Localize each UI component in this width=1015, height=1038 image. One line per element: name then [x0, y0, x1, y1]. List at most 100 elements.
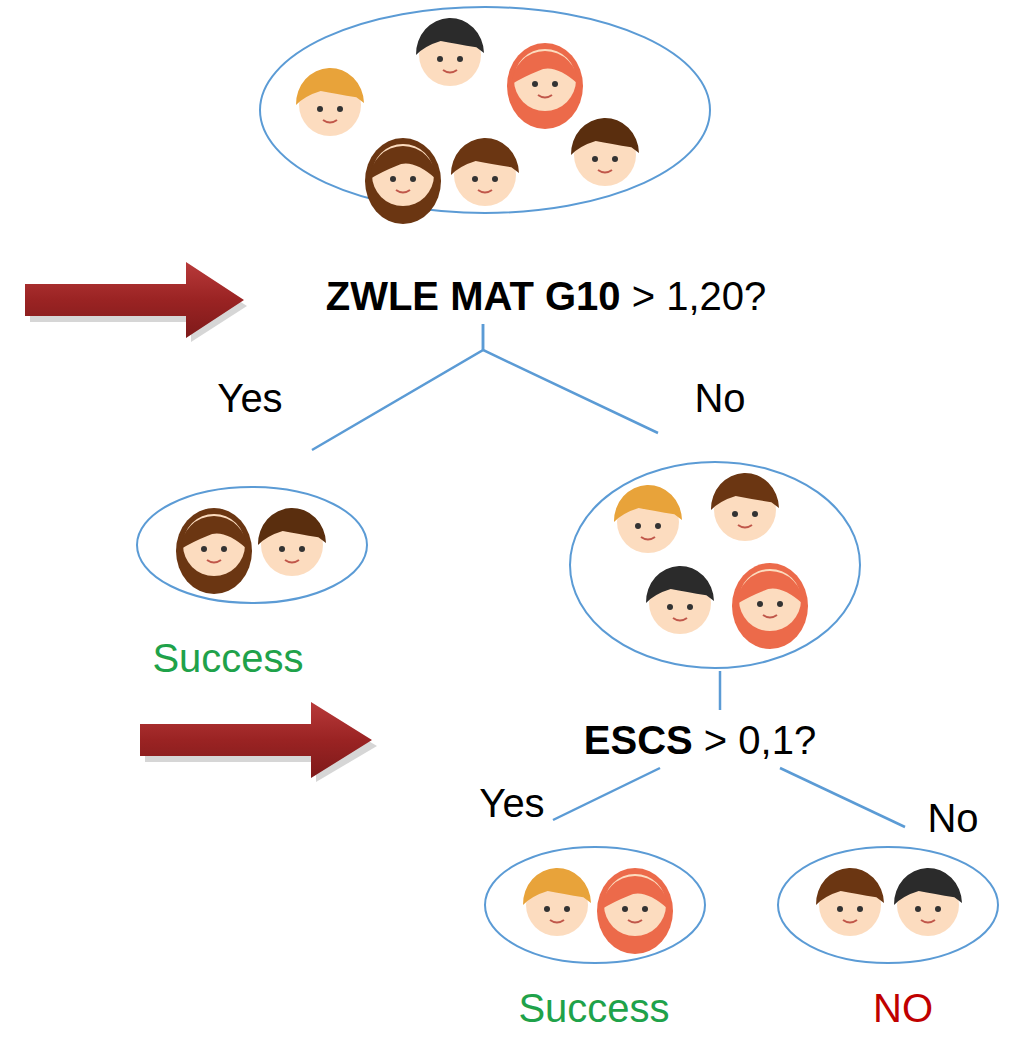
mouth-line: [598, 170, 612, 173]
arrow-shape: [25, 262, 244, 338]
eye-dot: [757, 601, 763, 607]
mouth-line: [673, 618, 687, 621]
branch-label: No: [924, 794, 981, 842]
eye-dot: [279, 546, 285, 552]
eye-dot: [592, 156, 598, 162]
person-icon: [416, 18, 484, 86]
arrow-shape: [140, 702, 372, 778]
variable-name: ESCS: [584, 718, 693, 762]
eye-dot: [390, 176, 396, 182]
person-icon: [507, 43, 583, 129]
mouth-line: [538, 95, 552, 98]
group-ellipse: Success: [135, 485, 369, 605]
ellipse-outline: [135, 485, 369, 605]
eye-dot: [317, 106, 323, 112]
eye-dot: [687, 604, 693, 610]
mouth-line: [738, 525, 752, 528]
eye-dot: [837, 906, 843, 912]
ellipse-outline: [258, 5, 712, 215]
eye-dot: [642, 906, 648, 912]
eye-dot: [552, 81, 558, 87]
branch-line: [553, 768, 660, 820]
mouth-line: [550, 920, 564, 923]
mouth-line: [443, 70, 457, 73]
hair-shape: [365, 138, 441, 224]
hair-shape: [614, 485, 682, 522]
eye-dot: [492, 176, 498, 182]
hair-shape: [737, 571, 803, 604]
hair-shape: [597, 868, 673, 954]
ellipse-outline: [568, 460, 862, 670]
ellipse-shape: [260, 7, 710, 213]
mouth-line: [323, 120, 337, 123]
eye-dot: [532, 81, 538, 87]
mouth-line: [396, 190, 410, 193]
ellipse-shape: [137, 487, 367, 603]
hair-shape: [816, 868, 884, 905]
person-icon: [365, 138, 441, 224]
person-icon: [296, 68, 364, 136]
person-icon: [614, 485, 682, 553]
mouth-line: [763, 615, 777, 618]
eye-dot: [667, 604, 673, 610]
eye-dot: [437, 56, 443, 62]
hair-shape: [416, 18, 484, 55]
eye-dot: [457, 56, 463, 62]
person-icon: [523, 868, 591, 936]
eye-dot: [655, 523, 661, 529]
person-icon: [816, 868, 884, 936]
branch-line: [483, 324, 658, 433]
hair-shape: [512, 51, 578, 84]
threshold-text: > 0,1?: [693, 718, 816, 762]
hair-shape: [258, 508, 326, 545]
person-icon: [176, 508, 252, 594]
ellipse-shape: [570, 462, 860, 668]
people-group: [176, 508, 326, 594]
ellipse-shape: [778, 847, 998, 963]
pointer-arrow: [25, 262, 247, 342]
eye-dot: [544, 906, 550, 912]
mouth-line: [921, 920, 935, 923]
hair-shape: [176, 508, 252, 594]
people-group: [816, 868, 962, 936]
hair-shape: [571, 118, 639, 155]
eye-dot: [221, 546, 227, 552]
person-icon: [732, 563, 808, 649]
hair-shape: [602, 876, 668, 909]
branch-line: [780, 768, 905, 827]
people-group: [296, 18, 639, 224]
group-ellipse: Success: [483, 845, 707, 965]
person-icon: [451, 138, 519, 206]
people-group: [523, 868, 673, 954]
eye-dot: [915, 906, 921, 912]
hair-shape: [732, 563, 808, 649]
ellipse-outline: [483, 845, 707, 965]
eye-dot: [472, 176, 478, 182]
branch-line: [312, 324, 483, 450]
eye-dot: [410, 176, 416, 182]
branch-label: Yes: [476, 779, 547, 827]
eye-dot: [612, 156, 618, 162]
outcome-label: NO: [873, 984, 933, 1032]
person-icon: [711, 473, 779, 541]
pointer-arrow: [140, 702, 377, 782]
person-icon: [894, 868, 962, 936]
hair-shape: [181, 516, 247, 549]
hair-shape: [711, 473, 779, 510]
hair-shape: [523, 868, 591, 905]
hair-shape: [894, 868, 962, 905]
split-question: ZWLE MAT G10 > 1,20?: [326, 272, 767, 320]
mouth-line: [285, 560, 299, 563]
eye-dot: [635, 523, 641, 529]
hair-shape: [370, 146, 436, 179]
group-ellipse: ZWLE MAT G10 > 1,20?: [258, 5, 712, 215]
people-group: [614, 473, 808, 649]
person-icon: [646, 566, 714, 634]
hair-shape: [646, 566, 714, 603]
eye-dot: [752, 511, 758, 517]
eye-dot: [337, 106, 343, 112]
eye-dot: [201, 546, 207, 552]
person-icon: [571, 118, 639, 186]
person-icon: [258, 508, 326, 576]
